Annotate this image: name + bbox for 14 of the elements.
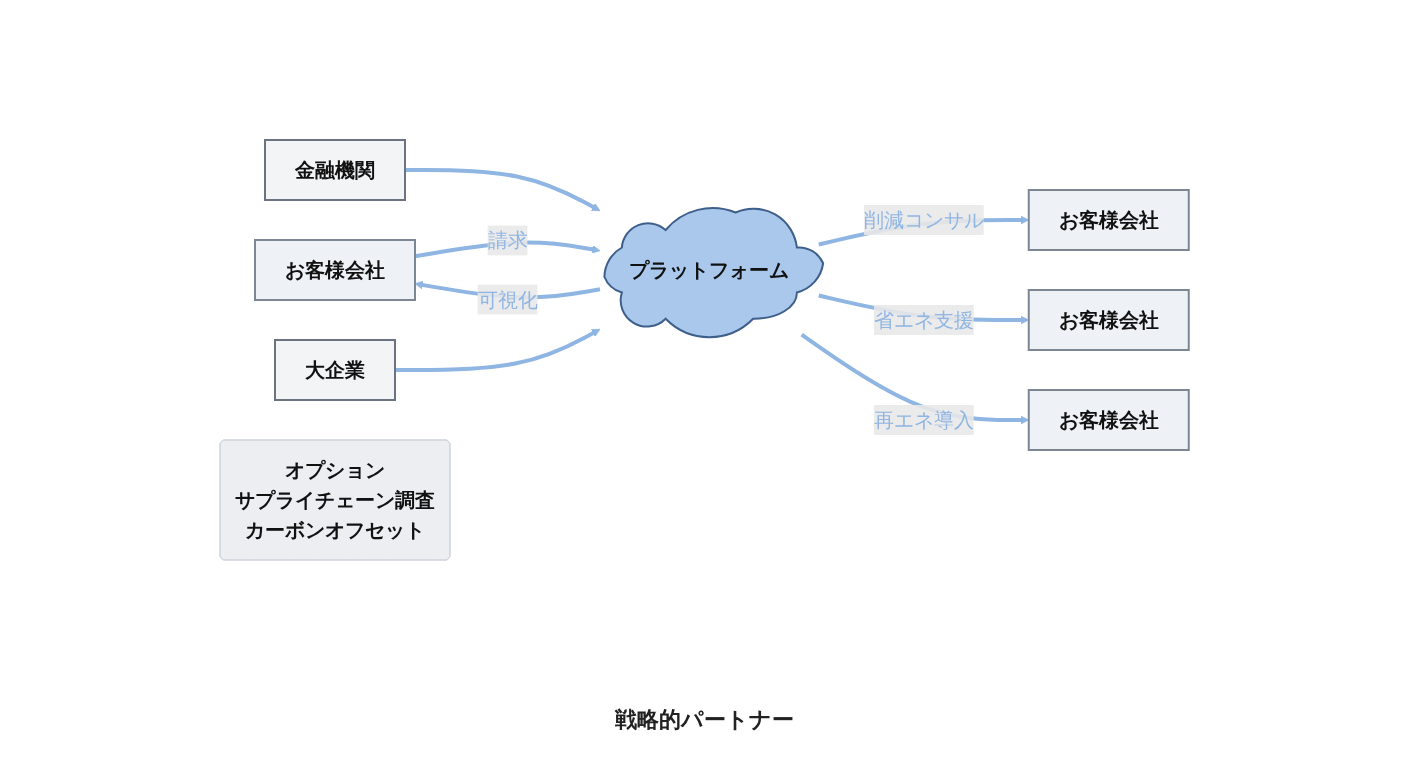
- edge-label: 再エネ導入: [873, 408, 974, 432]
- node-box: お客様会社: [1027, 289, 1190, 351]
- edge-label: 可視化: [477, 287, 538, 312]
- node-box: お客様会社: [253, 239, 416, 301]
- node-box: お客様会社: [1027, 189, 1190, 251]
- note-text: 戦略的パートナー: [614, 707, 794, 732]
- node-box: お客様会社: [1027, 389, 1190, 451]
- node-box: 金融機関: [263, 139, 406, 201]
- edge-label: 請求: [487, 228, 528, 253]
- edge-label: 削減コンサル: [863, 208, 984, 232]
- edge-label: 省エネ支援: [873, 308, 974, 332]
- arrow: [394, 328, 601, 372]
- node-box: 大企業: [273, 339, 396, 401]
- arrow: [404, 168, 601, 212]
